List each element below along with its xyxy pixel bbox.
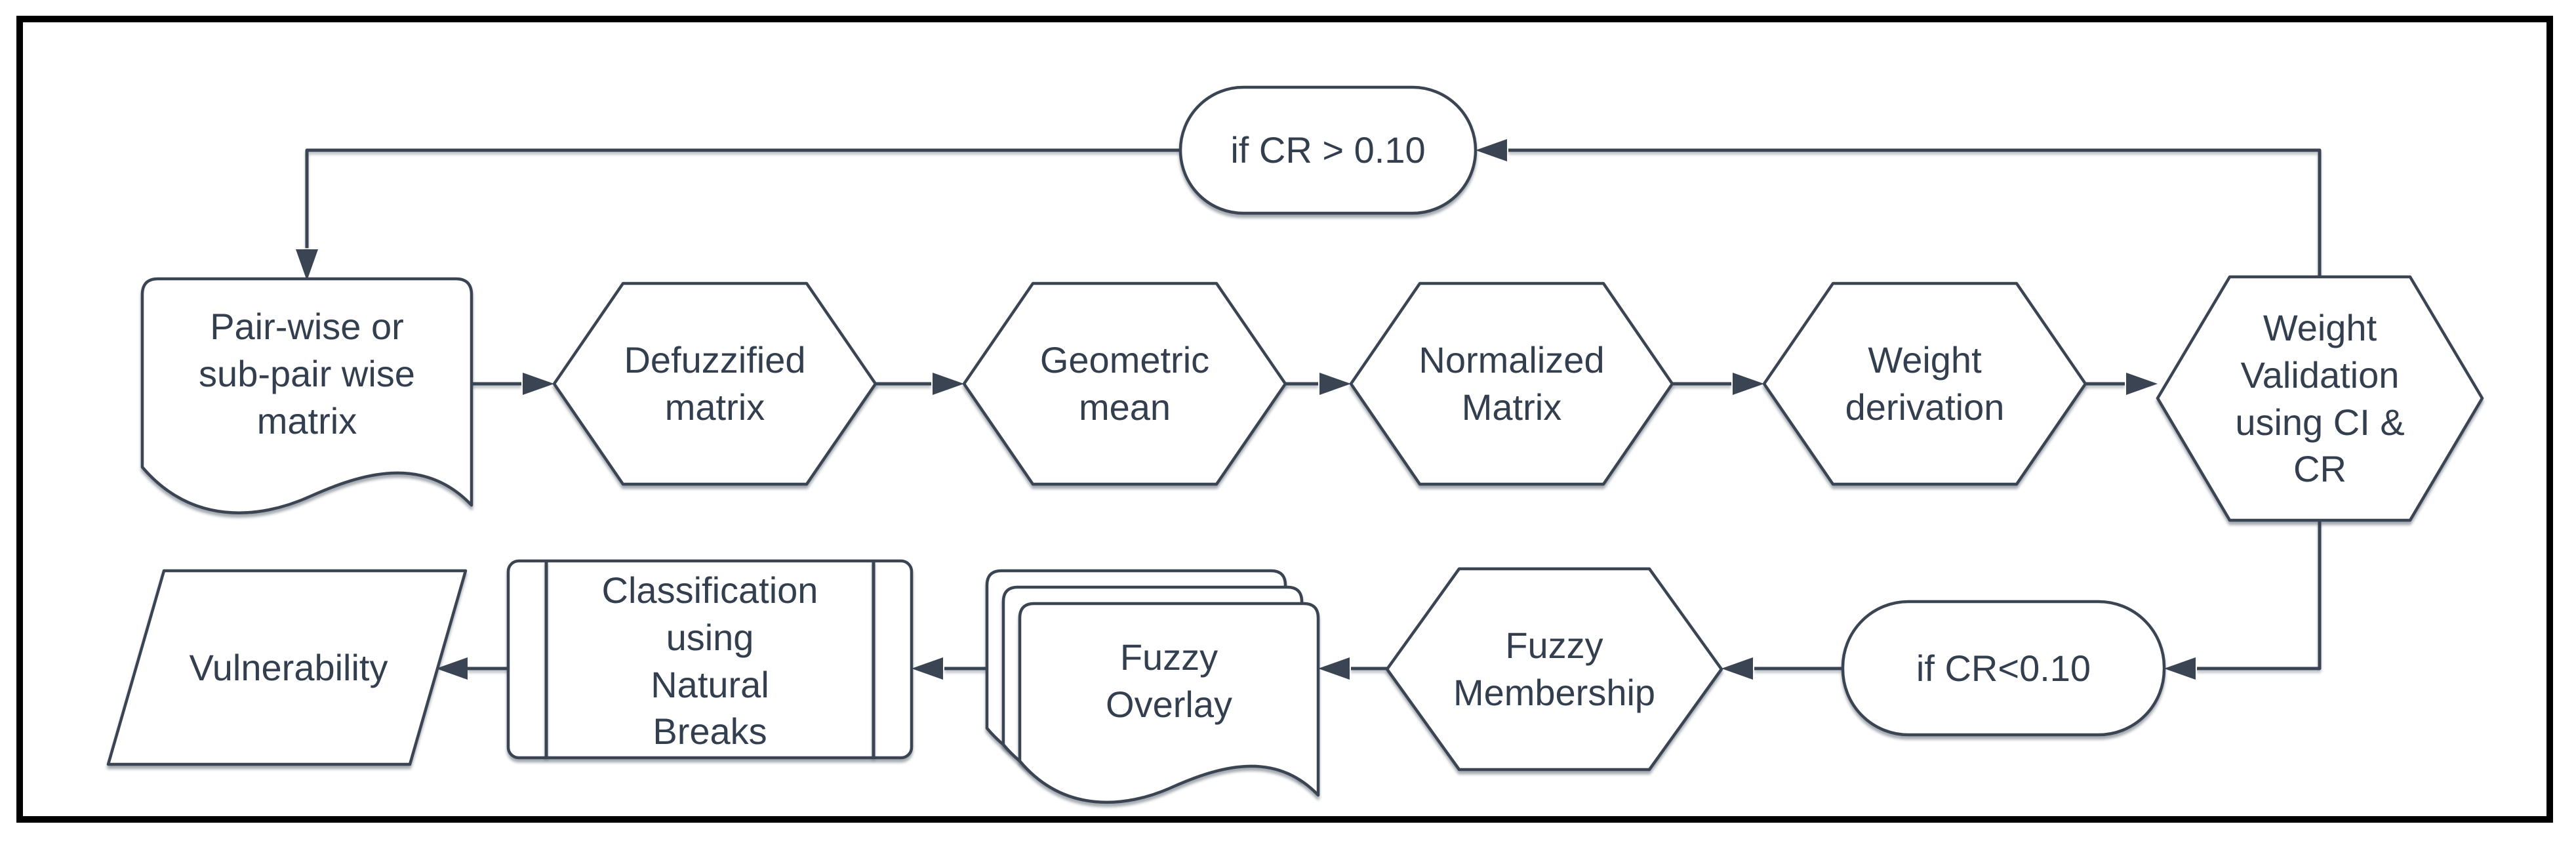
node-classification <box>506 559 914 760</box>
node-geometric-mean <box>962 281 1287 486</box>
arrowhead-left-icon <box>436 657 468 680</box>
node-weight-derivation <box>1762 281 2087 486</box>
arrowhead-right-icon <box>2126 373 2158 395</box>
node-pairwise-matrix <box>140 277 473 514</box>
arrowhead-right-icon <box>933 373 964 395</box>
arrowhead-left-icon <box>912 657 943 680</box>
arrowhead-left-icon <box>1476 139 1507 161</box>
classification-box <box>506 559 914 760</box>
arrowhead-down-icon <box>296 249 318 281</box>
node-cr-greater <box>1178 85 1478 215</box>
edge-validation-to-crless <box>2197 520 2322 670</box>
arrowhead-right-icon <box>523 373 554 395</box>
arrowhead-left-icon <box>1721 657 1753 680</box>
edge-crgreater-to-doc <box>305 148 1180 248</box>
node-vulnerability <box>106 569 468 766</box>
node-weight-validation <box>2156 275 2484 522</box>
arrowhead-left-icon <box>2164 657 2196 680</box>
node-defuzzified-matrix <box>552 281 877 486</box>
arrowhead-right-icon <box>1319 373 1351 395</box>
edge-validation-to-crgreater <box>1508 148 2322 277</box>
arrowhead-left-icon <box>1318 657 1350 680</box>
node-fuzzy-overlay <box>985 569 1320 804</box>
overlay-doc-front <box>1018 602 1320 804</box>
arrowhead-right-icon <box>1733 373 1764 395</box>
node-normalized-matrix <box>1349 281 1674 486</box>
node-fuzzy-membership <box>1385 567 1723 772</box>
node-cr-less <box>1841 600 2166 737</box>
